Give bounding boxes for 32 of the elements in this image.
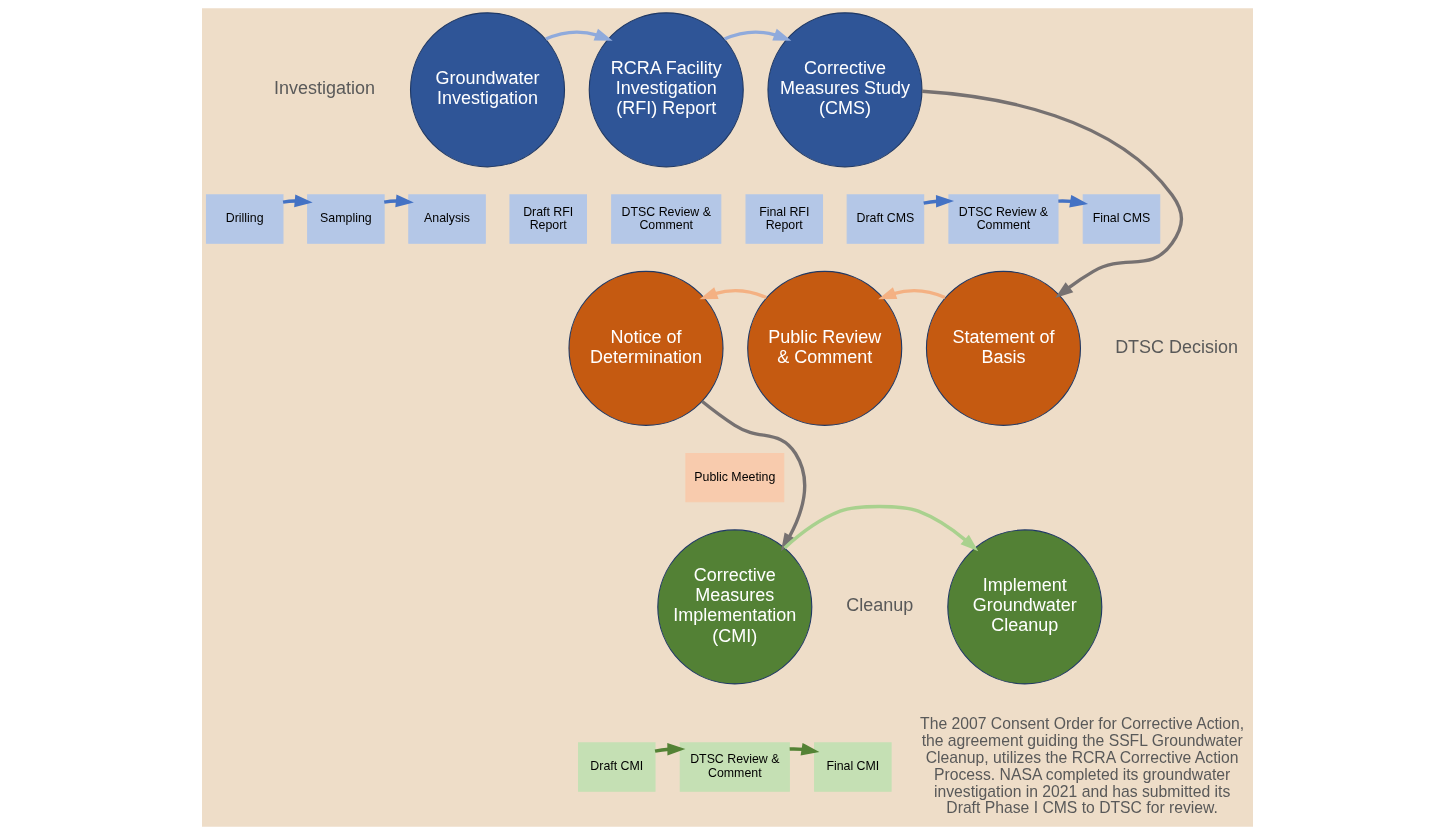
node-box: Draft CMI — [578, 742, 656, 792]
node-box: DTSC Review & Comment — [679, 742, 790, 792]
node-circle: RCRA Facility Investigation (RFI) Report — [588, 12, 744, 168]
arrow — [383, 194, 414, 208]
node-circle: Notice of Determination — [568, 270, 724, 426]
arrow — [699, 287, 768, 300]
node-box: Final CMI — [814, 742, 892, 792]
arrow — [723, 28, 792, 41]
node-box: Public Meeting — [685, 452, 785, 503]
label: DTSC Decision — [1115, 336, 1238, 357]
node-circle: Groundwater Investigation — [409, 12, 566, 168]
arrow — [878, 287, 946, 300]
node-box: Analysis — [408, 194, 486, 244]
node-box: DTSC Review & Comment — [948, 194, 1059, 244]
node-box: Final CMS — [1082, 194, 1161, 244]
label: Cleanup — [846, 595, 914, 616]
arrow — [789, 742, 820, 756]
arrow — [282, 194, 313, 208]
label: Investigation — [274, 78, 375, 99]
arrow — [1058, 194, 1089, 208]
node-box: Drilling — [205, 194, 284, 244]
arrow — [545, 28, 613, 41]
node-circle: Implement Groundwater Cleanup — [947, 529, 1103, 685]
node-circle: Corrective Measures Study (CMS) — [767, 12, 923, 168]
node-box: Draft RFI Report — [509, 194, 587, 244]
node-box: Sampling — [307, 194, 385, 244]
node-box: Draft CMS — [846, 194, 925, 244]
node-box: Final RFI Report — [745, 194, 824, 244]
node-box: DTSC Review & Comment — [611, 194, 722, 244]
label: The 2007 Consent Order for Corrective Action, the agreement guiding the SSFL Groundwater Cleanup, utilizes the RCRA Corrective Action Process. NASA completed its groundwater investigation in 2021 and has submitted its Draft Phase I CMS to DTSC for review. — [920, 715, 1245, 817]
node-circle: Statement of Basis — [925, 270, 1081, 426]
node-circle: Public Review & Comment — [747, 270, 903, 426]
